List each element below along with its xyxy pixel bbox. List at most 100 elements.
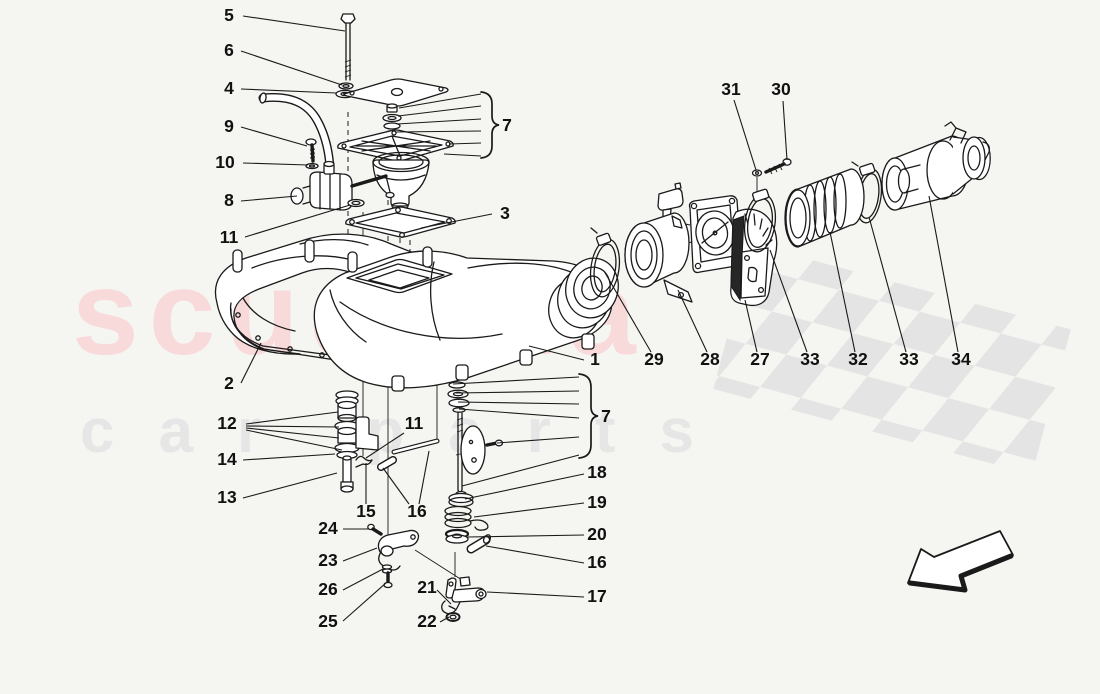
callout-18-label: 18	[587, 462, 607, 482]
callout-24-label: 24	[318, 518, 338, 538]
callout-27-label: 27	[750, 349, 769, 369]
callout-20-label: 20	[587, 524, 607, 544]
callout-8-label: 8	[224, 190, 234, 210]
callout-16-left: 16	[382, 450, 430, 521]
callout-28: 28	[677, 289, 720, 369]
callout-29-label: 29	[644, 349, 664, 369]
checkered-flag-watermark	[713, 244, 1071, 475]
callout-16-right: 16	[485, 545, 607, 572]
part-bolt-13	[340, 455, 354, 493]
part-grommet-22	[445, 612, 461, 622]
cover-mounting-feet	[391, 333, 595, 392]
part-support-bracket	[355, 416, 379, 451]
callout-33-label: 33	[899, 349, 919, 369]
callout-22-label: 22	[417, 611, 437, 631]
callout-34: 34	[928, 195, 971, 369]
cover-boss	[347, 251, 358, 273]
callout-13-label: 13	[217, 487, 237, 507]
callout-1-label: 1	[590, 349, 600, 369]
callout-23-label: 23	[318, 550, 338, 570]
callout-12-label: 12	[217, 413, 237, 433]
part-washer-10	[305, 162, 319, 170]
part-link-rod-16	[391, 438, 440, 455]
part-valve-gasket-11	[347, 198, 365, 208]
cover-top-opening	[346, 258, 453, 294]
callout-26-label: 26	[318, 579, 338, 599]
center-linkage-hardware	[441, 381, 504, 622]
callout-4-label: 4	[224, 78, 234, 98]
callout-31: 31	[721, 79, 757, 171]
callout-25-label: 25	[318, 611, 338, 631]
callout-16-label: 16	[587, 552, 607, 572]
callout-9-label: 9	[224, 116, 234, 136]
part-pin-16-right	[466, 534, 492, 554]
part-washer-18	[448, 490, 474, 508]
callout-1: 1	[528, 345, 600, 369]
callout-23: 23	[318, 547, 378, 570]
callout-3-label: 3	[500, 203, 510, 223]
callout-21-label: 21	[417, 577, 437, 597]
callout-15-label: 15	[356, 501, 376, 521]
part-hose-clamp-33-right	[851, 161, 883, 224]
callout-18: 18	[464, 462, 607, 500]
part-washer-6	[338, 82, 354, 90]
part-maf-sensor-34	[881, 121, 991, 211]
callout-14-label: 14	[217, 449, 237, 469]
callout-7-label: 7	[601, 406, 611, 426]
callout-30: 30	[771, 79, 791, 161]
part-clip-21	[441, 600, 461, 615]
callouts: 5 6 4 9 10 8 11	[215, 5, 971, 631]
callout-32-label: 32	[848, 349, 868, 369]
callout-19-label: 19	[587, 492, 607, 512]
part-screw-24	[367, 523, 383, 536]
bracket-hardware	[367, 523, 420, 589]
callout-33-left: 33	[769, 249, 820, 369]
callout-17-label: 17	[587, 586, 606, 606]
part-washer-20	[444, 528, 470, 544]
part-bolt-5	[340, 13, 356, 81]
throttle-duct-chain	[589, 121, 991, 307]
top-cover-assembly	[335, 13, 456, 238]
callout-25: 25	[318, 582, 387, 631]
callout-11-lower: 11	[365, 413, 424, 459]
callout-8: 8	[224, 190, 298, 210]
callout-11-upper: 11	[220, 204, 351, 247]
part-intake-cover-main	[313, 246, 619, 392]
callout-11-label: 11	[405, 413, 424, 433]
callout-31-label: 31	[721, 79, 741, 99]
part-top-lid	[343, 78, 449, 107]
callout-29: 29	[603, 270, 664, 369]
callout-17: 17	[486, 586, 607, 606]
callout-10: 10	[215, 152, 309, 172]
callout-12: 12	[217, 411, 343, 451]
callout-14: 14	[217, 449, 336, 469]
part-hose-clamp-29	[589, 227, 621, 298]
callout-10-label: 10	[215, 152, 235, 172]
part-actuator-disc	[460, 425, 486, 475]
part-spring-19	[444, 505, 489, 531]
callout-22: 22	[417, 611, 450, 631]
callout-13: 13	[217, 472, 338, 507]
part-bolt-9	[305, 138, 317, 163]
callout-19: 19	[473, 492, 607, 518]
callout-26: 26	[318, 568, 384, 599]
callout-9: 9	[224, 116, 308, 147]
part-hose-clamp-33-left	[743, 188, 777, 253]
part-washer-31	[751, 169, 763, 194]
callout-11-label: 11	[220, 227, 239, 247]
part-mount-stack-12	[334, 390, 360, 460]
cover-boss	[232, 249, 243, 273]
callout-21: 21	[417, 577, 452, 605]
callout-7-label: 7	[502, 115, 512, 135]
callout-34-label: 34	[951, 349, 971, 369]
callout-27: 27	[744, 299, 770, 369]
callout-6: 6	[224, 40, 343, 86]
callout-7-top: 7	[395, 91, 512, 159]
callout-33-right: 33	[868, 216, 919, 369]
part-coupling-sleeve-28	[624, 212, 693, 303]
part-clip-11	[355, 455, 373, 468]
callout-16-label: 16	[407, 501, 427, 521]
cover-boss	[422, 246, 433, 268]
part-gasket-3	[345, 206, 456, 238]
